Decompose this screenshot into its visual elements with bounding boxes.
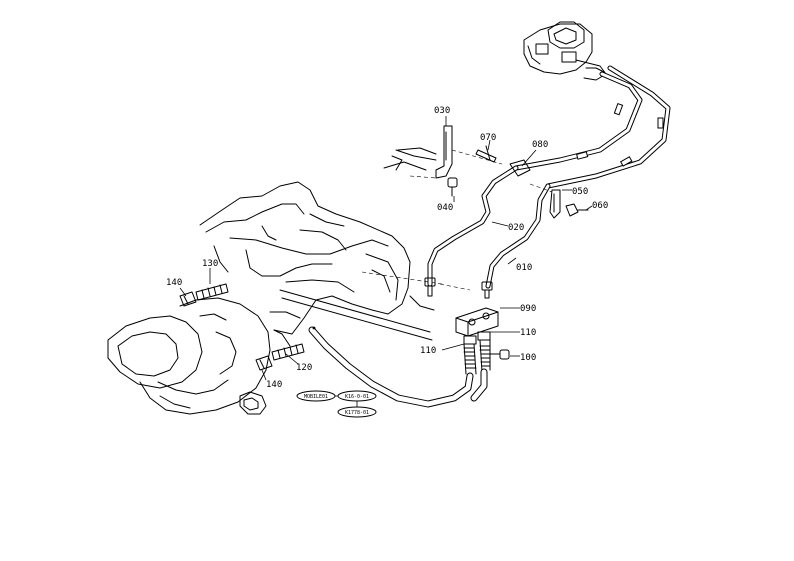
- control-valve-assembly: [523, 21, 607, 81]
- label-120: 120: [296, 363, 312, 373]
- label-080: 080: [532, 140, 548, 150]
- upper-pipes: [513, 65, 671, 189]
- bolt-100: [489, 349, 510, 360]
- hose-corrugation: [463, 345, 491, 369]
- label-030: 030: [434, 106, 450, 116]
- label-110-left: 110: [420, 346, 436, 356]
- reference-codes: MOBILE01 K16-0-01 K1778-01: [296, 390, 377, 418]
- label-070: 070: [480, 133, 496, 143]
- pipe-010: [481, 183, 551, 299]
- label-020: 020: [508, 223, 524, 233]
- transmission-housing: [107, 181, 471, 415]
- marker-dot: [312, 326, 316, 330]
- ref-code-1: MOBILE01: [304, 394, 328, 400]
- label-090: 090: [520, 304, 536, 314]
- label-140-upper: 140: [166, 278, 182, 288]
- bolt-040: [447, 177, 458, 197]
- plug-140-lower: [255, 355, 273, 371]
- label-140-lower: 140: [266, 380, 282, 390]
- fitting-120: [271, 343, 305, 361]
- label-130: 130: [202, 259, 218, 269]
- clamp-080: [509, 159, 531, 177]
- clamp-070: [475, 145, 497, 163]
- manifold-block-090: [455, 307, 499, 337]
- ref-code-2: K16-0-01: [345, 394, 369, 400]
- clamp-050: [529, 183, 561, 219]
- ref-code-3: K1778-01: [345, 410, 369, 416]
- label-110: 110: [520, 328, 536, 338]
- hose-assembly: [308, 326, 491, 408]
- plug-140-upper: [179, 291, 197, 307]
- label-040: 040: [437, 203, 453, 213]
- bolt-060: [565, 203, 589, 217]
- label-050: 050: [572, 187, 588, 197]
- fitting-130: [195, 283, 229, 301]
- label-060: 060: [592, 201, 608, 211]
- bracket-030: [383, 125, 503, 179]
- label-010: 010: [516, 263, 532, 273]
- label-100: 100: [520, 353, 536, 363]
- pipe-020: [424, 165, 519, 297]
- part-labels: 030 070 080 040 020 050 060 010 090 110 …: [166, 106, 608, 390]
- leader-lines: [179, 116, 593, 381]
